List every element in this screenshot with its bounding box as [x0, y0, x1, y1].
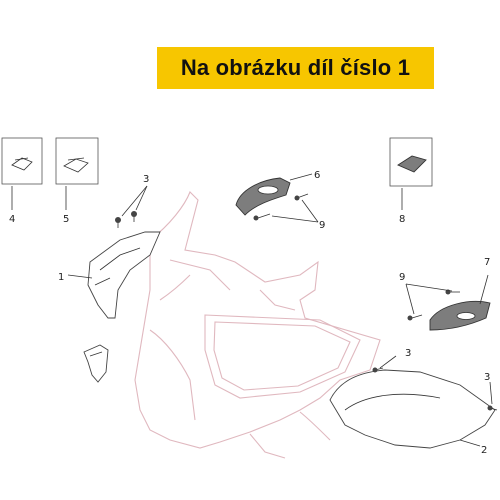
callout-labels: 1 2 3 3 3 4 5 6 7 8 9 9	[9, 170, 490, 456]
callout-8: 8	[399, 214, 405, 225]
bracket-clip	[83, 344, 109, 383]
callout-3-left: 3	[143, 174, 149, 185]
part-6-handle	[235, 173, 313, 216]
callout-5: 5	[63, 214, 69, 225]
scooter-frame-outline	[134, 191, 381, 459]
callout-6: 6	[314, 170, 320, 181]
callout-3-middle: 3	[405, 348, 411, 359]
callout-1: 1	[58, 272, 64, 283]
part-8-clip-box	[389, 137, 433, 187]
screws	[115, 193, 498, 411]
part-1-left-panel	[67, 231, 161, 319]
callout-7: 7	[484, 257, 490, 268]
highlighted-part-banner: Na obrázku díl číslo 1	[157, 47, 434, 89]
part-2-side-cover	[329, 369, 496, 449]
callout-4: 4	[9, 214, 15, 225]
leader-lines	[11, 185, 493, 405]
callout-9-right: 9	[399, 272, 405, 283]
callout-3-right: 3	[484, 372, 490, 383]
part-5-clip-box	[55, 137, 99, 185]
callout-9-top: 9	[319, 220, 325, 231]
part-7-emblem	[429, 274, 491, 331]
part-4-clip-box	[1, 137, 43, 185]
callout-2: 2	[481, 445, 487, 456]
